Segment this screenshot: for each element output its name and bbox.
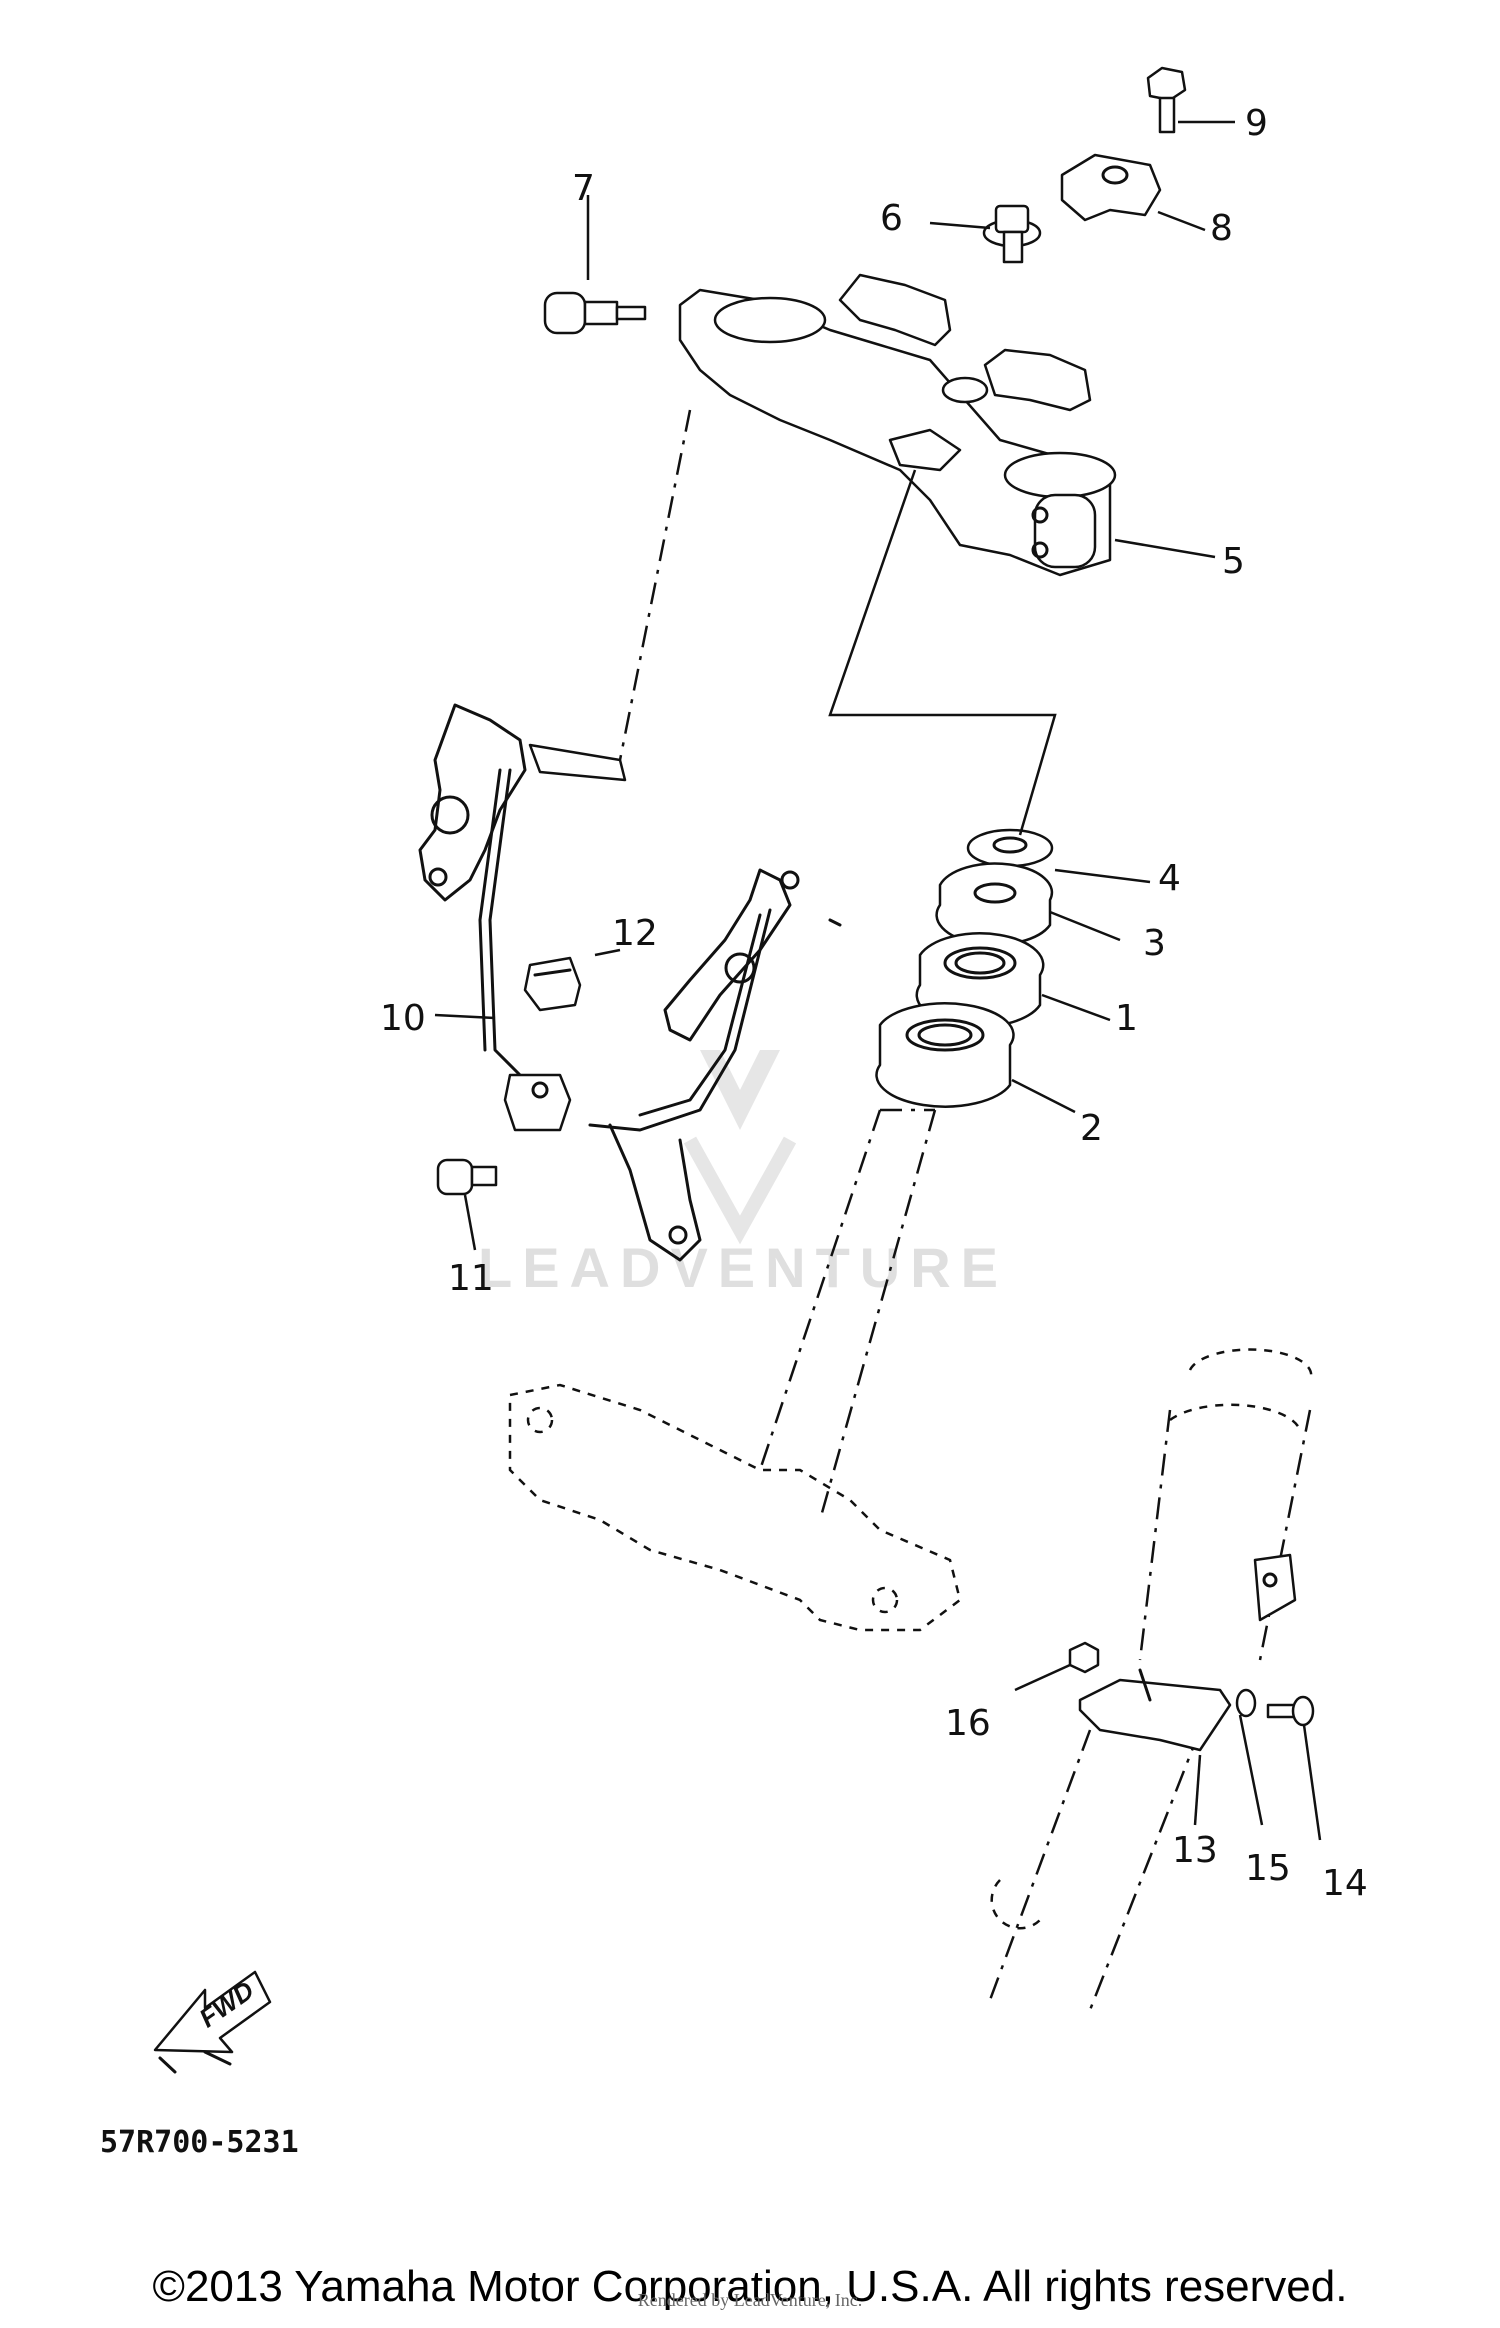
part-label-6: 6 — [880, 198, 903, 239]
bolt-11 — [436, 1158, 498, 1196]
part-label-15: 15 — [1245, 1848, 1291, 1889]
steering-stem-reference — [508, 409, 1057, 1632]
upper-bracket — [678, 273, 1117, 577]
part-label-16: 16 — [945, 1703, 991, 1744]
exploded-parts-diagram: LEADVENTURE — [100, 66, 1368, 2160]
leadventure-watermark: LEADVENTURE — [478, 1050, 1008, 1299]
part-label-9: 9 — [1245, 103, 1268, 144]
part-label-3: 3 — [1143, 923, 1166, 964]
part-label-5: 5 — [1222, 541, 1245, 582]
washer-3 — [935, 862, 1054, 946]
ring-nut-4 — [966, 828, 1054, 868]
headlight-bracket — [418, 703, 842, 1262]
cushion-12 — [523, 956, 582, 1012]
bolt-9 — [1146, 66, 1187, 134]
clamp-cap-8 — [1060, 153, 1162, 222]
fork-reference — [988, 1348, 1313, 2011]
bolt-6 — [982, 204, 1042, 264]
bolt-14 — [1266, 1695, 1315, 1727]
part-label-10: 10 — [380, 998, 426, 1039]
copyright-notice: ©2013 Yamaha Motor Corporation, U.S.A. A… — [152, 2262, 1348, 2311]
part-label-14: 14 — [1322, 1863, 1368, 1904]
part-labels: 9 8 6 7 5 4 3 1 2 10 11 12 13 15 14 16 — [380, 103, 1368, 1904]
part-label-4: 4 — [1158, 858, 1181, 899]
nut-16 — [1068, 1641, 1100, 1674]
part-label-7: 7 — [572, 168, 595, 209]
washer-15 — [1235, 1688, 1257, 1718]
bolt-7 — [543, 291, 647, 335]
reference-code: 57R700-5231 — [100, 2125, 299, 2160]
part-label-11: 11 — [448, 1258, 494, 1299]
leader-lines — [434, 120, 1322, 1841]
part-label-1: 1 — [1115, 998, 1138, 1039]
rendered-by-notice: Rendered by LeadVenture, Inc. — [637, 2290, 863, 2310]
watermark-text: LEADVENTURE — [478, 1236, 1008, 1299]
part-label-13: 13 — [1172, 1830, 1218, 1871]
part-label-12: 12 — [612, 913, 658, 954]
part-label-8: 8 — [1210, 208, 1233, 249]
part-label-2: 2 — [1080, 1108, 1103, 1149]
bearing-2 — [875, 1002, 1015, 1108]
fwd-arrow: FWD — [153, 1970, 272, 2074]
protector-13 — [1078, 1668, 1232, 1752]
